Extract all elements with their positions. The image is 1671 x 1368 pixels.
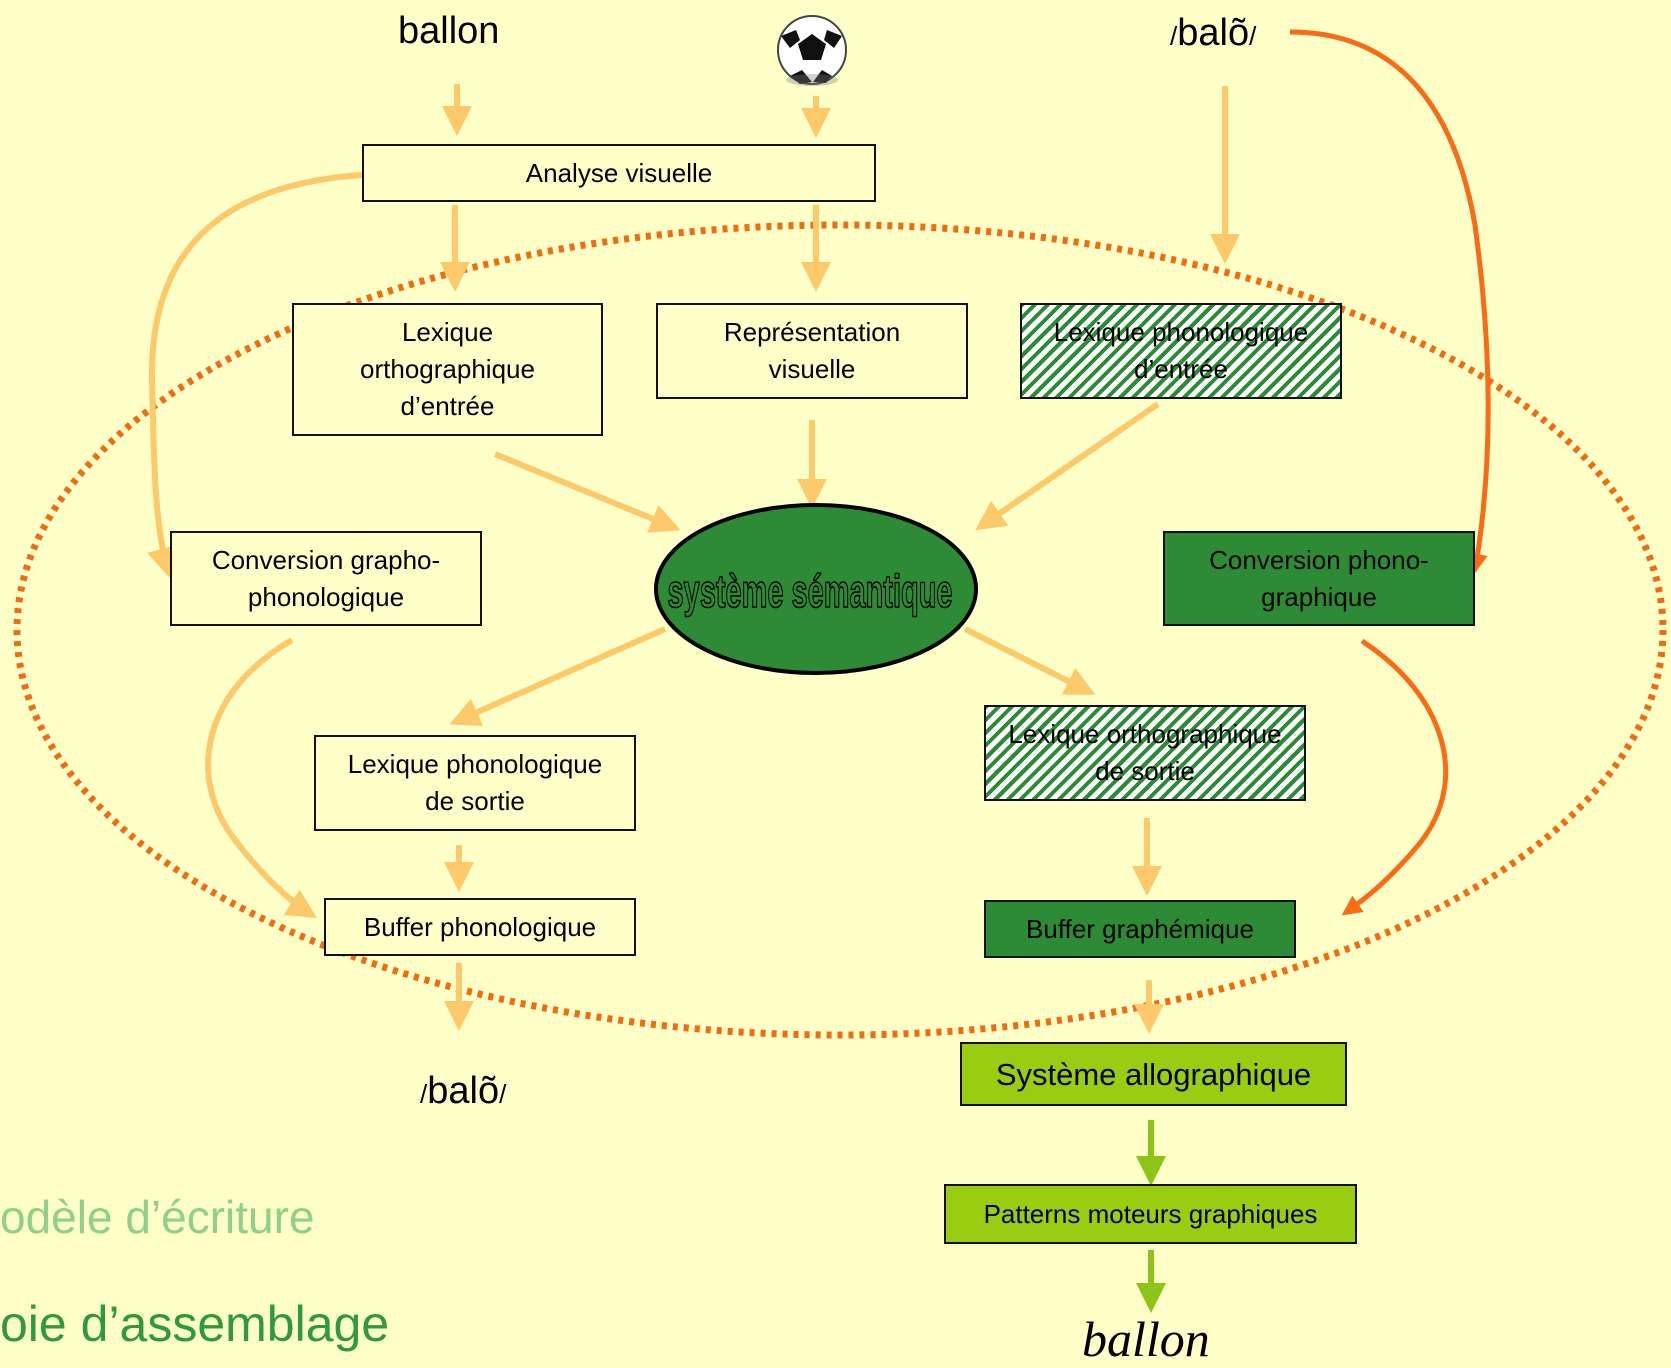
node-conversion-grapho-phonologique: Conversion grapho- phonologique	[170, 531, 482, 626]
node-buffer-phonologique: Buffer phonologique	[324, 898, 636, 956]
arrow-analyse-to-conversion-grapho	[147, 172, 363, 578]
soccer-ball-icon	[777, 15, 847, 86]
output-phonetic: /balõ/	[420, 1070, 506, 1113]
input-phonetic: /balõ/	[1170, 12, 1256, 55]
node-systeme-allographique: Système allographique	[960, 1042, 1347, 1106]
out-phon-slash-right: /	[499, 1079, 507, 1109]
node-conversion-phono-graphique: Conversion phono- graphique	[1163, 531, 1475, 626]
node-lexique-phonologique-sortie: Lexique phonologique de sortie	[314, 735, 636, 831]
phon-slash-left: /	[1170, 21, 1178, 51]
phon-word: balõ	[1177, 12, 1250, 54]
dotted-boundary-ellipse	[13, 221, 1667, 1039]
node-buffer-graphemique: Buffer graphémique	[984, 900, 1296, 958]
node-analyse-visuelle: Analyse visuelle	[362, 144, 876, 202]
node-lexique-orthographique-entree: Lexique orthographique d’entrée	[292, 303, 603, 436]
node-lexique-phonologique-entree: Lexique phonologique d’entrée	[1020, 303, 1342, 399]
arrow-conversion-grapho-to-buffer-phono	[205, 637, 318, 919]
phon-slash-right: /	[1249, 21, 1257, 51]
node-lexique-orthographique-sortie: Lexique orthographique de sortie	[984, 705, 1306, 801]
arrow-conversion-phono-to-buffer-graph	[1341, 638, 1449, 916]
arrow-balo-to-conversion-phono	[1289, 29, 1491, 574]
semantic-system-label: système sémantique	[668, 565, 953, 617]
arrow-lexique-phono-to-semantique	[975, 401, 1160, 531]
semantic-system-ellipse	[654, 503, 978, 675]
footer-line-2: oie d’assemblage	[0, 1296, 390, 1352]
out-phon-word: balõ	[427, 1070, 500, 1112]
out-phon-slash-left: /	[420, 1079, 428, 1109]
output-written-word: ballon	[1082, 1311, 1210, 1367]
arrow-semantique-to-lexique-ortho-sortie	[963, 626, 1096, 695]
node-patterns-moteurs-graphiques: Patterns moteurs graphiques	[944, 1184, 1357, 1244]
arrow-semantique-to-lexique-phono-sortie	[449, 626, 667, 726]
input-word: ballon	[398, 10, 500, 52]
arrow-lexique-ortho-to-semantique	[493, 451, 681, 533]
node-representation-visuelle: Représentation visuelle	[656, 303, 968, 399]
footer-line-1: odèle d’écriture	[0, 1191, 315, 1243]
